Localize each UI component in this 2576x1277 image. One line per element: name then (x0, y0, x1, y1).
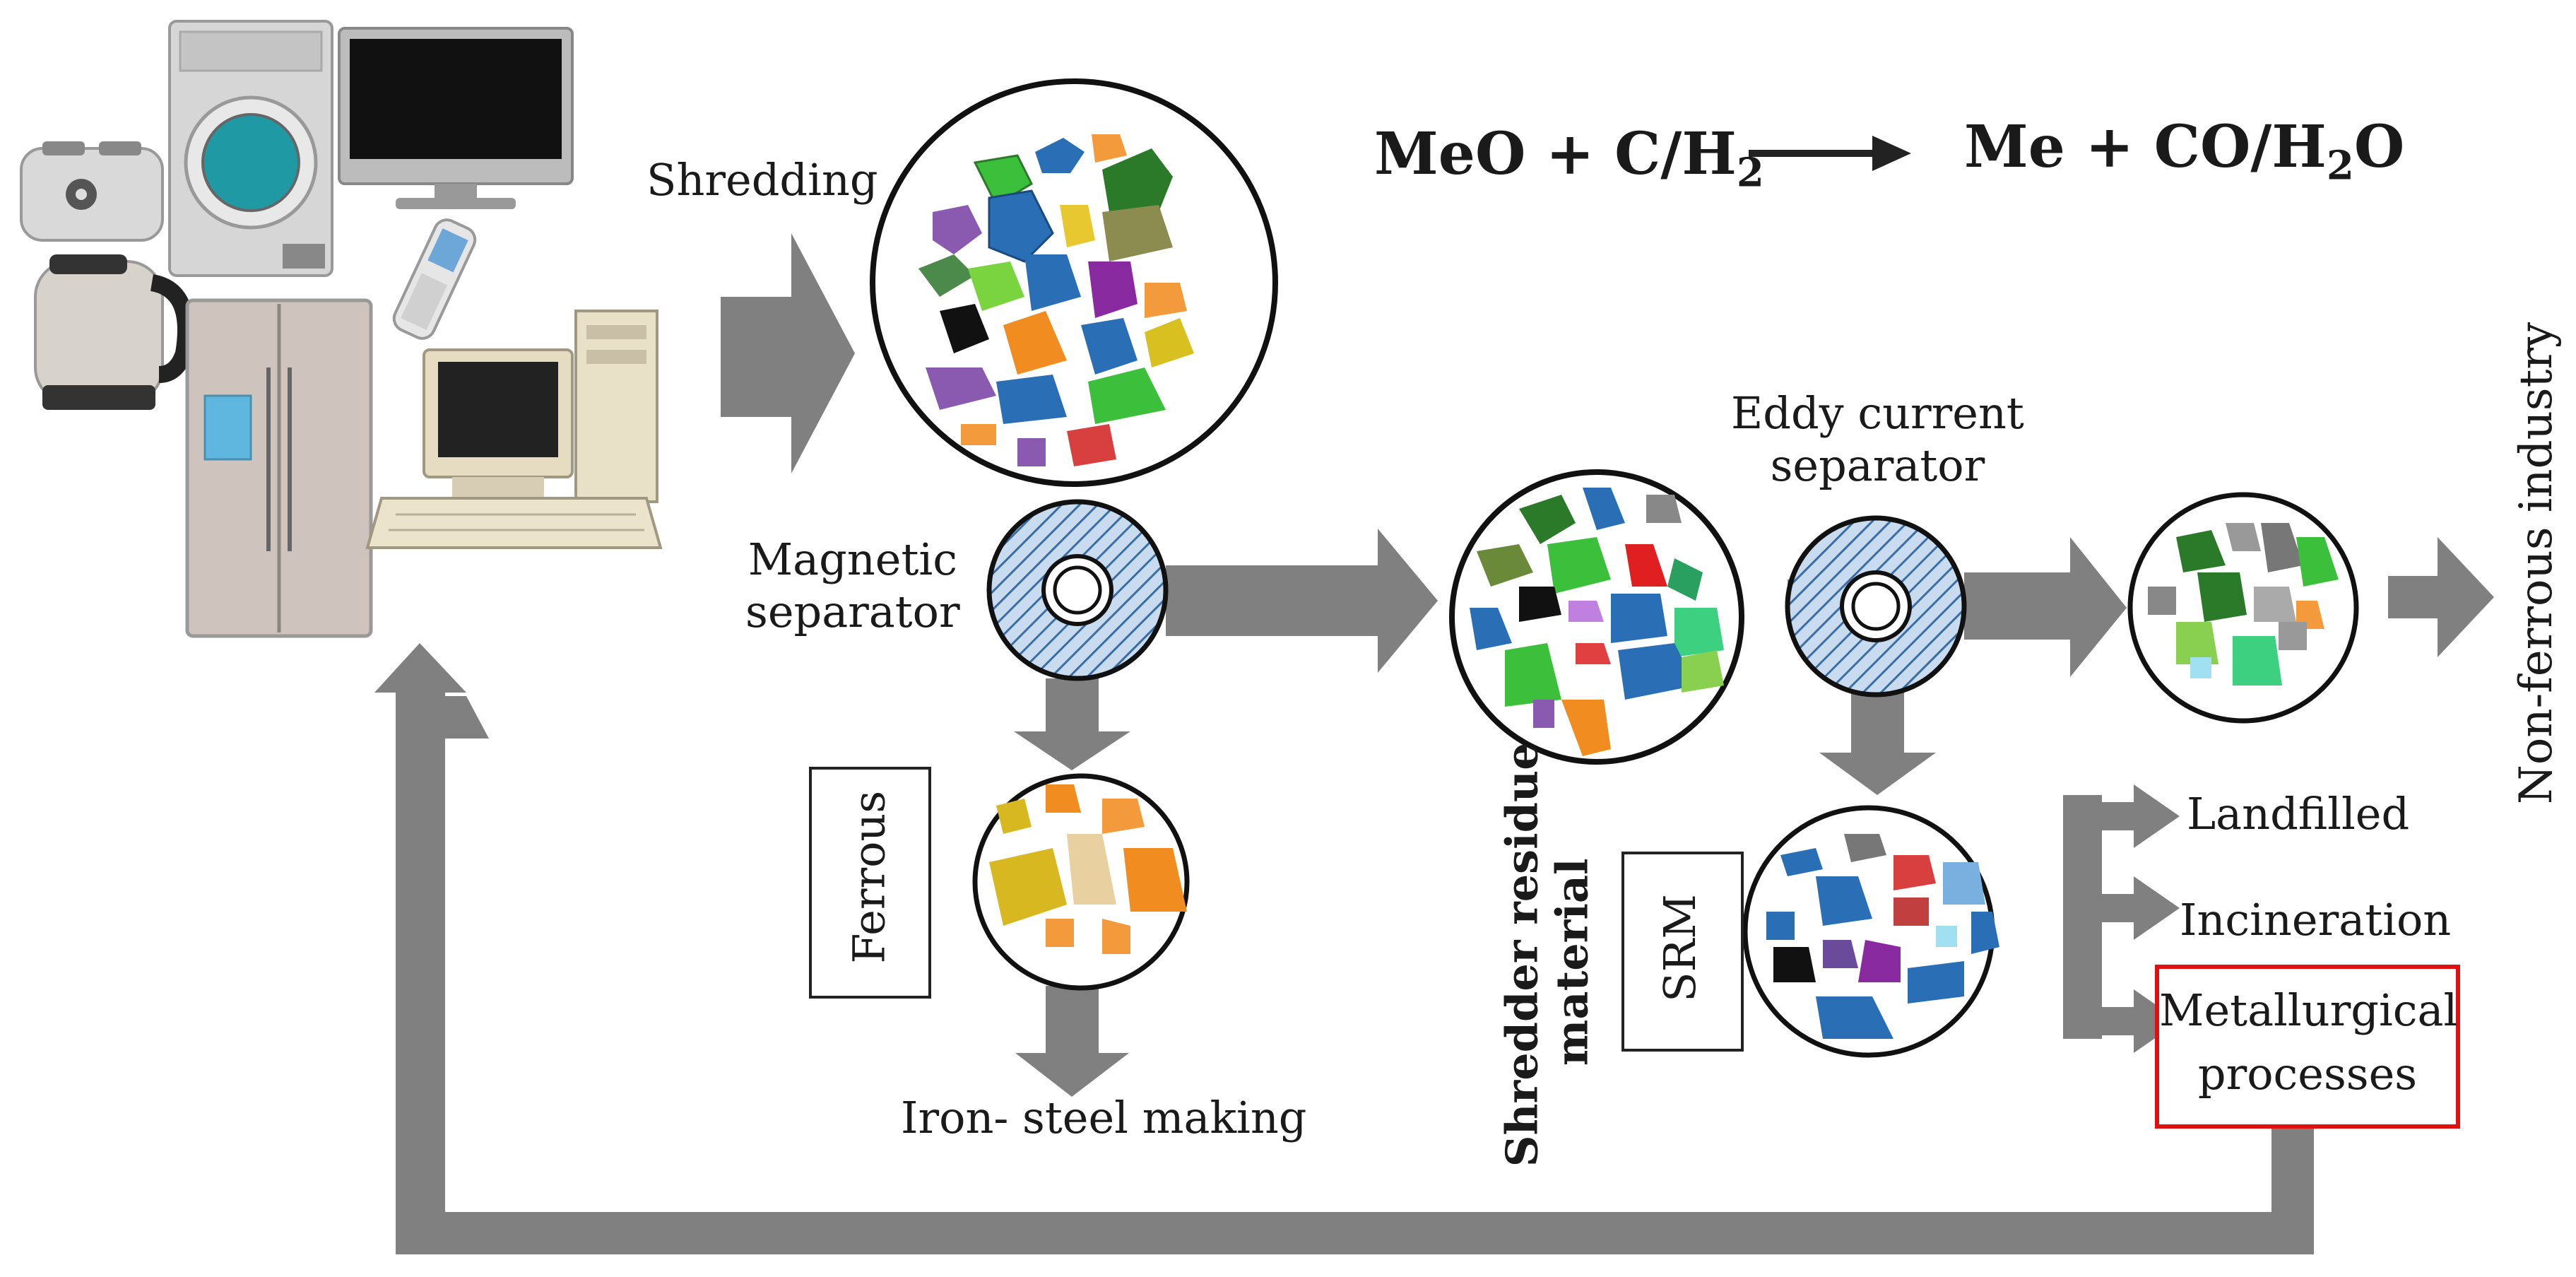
washing-machine-icon (168, 20, 333, 277)
recycle-loop-arrowhead (374, 643, 466, 693)
to-nonferrous-industry-arrow (2388, 537, 2494, 657)
equation-right-subscript: 2 (2326, 142, 2354, 189)
kettle-icon (34, 254, 194, 410)
metallurgical-processes-box: Metallurgical processes (2155, 965, 2460, 1129)
recycle-loop-arrow (396, 696, 2314, 1254)
equation-right-suffix: O (2353, 113, 2405, 181)
eddy-current-separator-roll (1785, 515, 1967, 698)
srm-box (1621, 852, 1744, 1052)
equation-right-text: Me + CO/H (1964, 113, 2327, 181)
metallurgical-label-line2: processes (2197, 1048, 2418, 1100)
shredding-label: Shredding (646, 154, 878, 206)
srm-label: SRM (1654, 894, 1706, 1002)
equation-right: Me + CO/H2O (1964, 113, 2404, 189)
ferrous-circle (972, 773, 1190, 991)
magnetic-to-mix-arrow (1166, 529, 1438, 673)
incineration-label: Incineration (2180, 894, 2452, 946)
metallurgical-label-line1: Metallurgical (2159, 984, 2458, 1036)
eddy-to-srm-arrow (1819, 678, 1936, 795)
non-ferrous-industry-label: Non-ferrous industry (2510, 322, 2563, 805)
eddy-label-line2: separator (1770, 440, 1985, 492)
shredded-mix-circle (870, 78, 1278, 487)
shredder-label-line1: Shredder residue (1496, 742, 1548, 1167)
non-ferrous-circle (2127, 492, 2359, 724)
iron-steel-label: Iron- steel making (901, 1092, 1307, 1143)
appliances-group (20, 20, 663, 638)
refrigerator-icon (185, 298, 373, 638)
srm-branch-arrows (2063, 784, 2180, 1053)
shredder-label-line2: material (1547, 858, 1598, 1066)
magnetic-separator-roll (986, 499, 1169, 681)
magnetic-label-line2: separator (745, 586, 960, 638)
shredder-residue-label: Shredder residue material (1496, 742, 1598, 1167)
mobile-phone-icon (392, 218, 477, 340)
computer-icon (365, 310, 663, 549)
equation-left-text: MeO + C/H (1374, 120, 1737, 188)
toaster-icon (20, 141, 164, 242)
eddy-current-separator-label: Eddy current separator (1731, 387, 2024, 493)
shredding-arrow (721, 233, 855, 473)
magnetic-to-ferrous-arrow (1014, 678, 1130, 770)
shredder-mix-circle (1449, 469, 1744, 765)
eddy-label-line1: Eddy current (1731, 387, 2024, 439)
equation-left-subscript: 2 (1736, 149, 1764, 196)
equation-left: MeO + C/H2 (1374, 120, 1764, 196)
television-icon (338, 27, 574, 209)
ferrous-label: Ferrous (843, 790, 895, 964)
equation-arrow (1749, 136, 1911, 171)
magnetic-separator-label: Magnetic separator (745, 534, 960, 639)
ferrous-to-steel-arrow (1015, 986, 1129, 1097)
srm-circle (1742, 805, 1999, 1058)
ferrous-box (809, 767, 931, 999)
magnetic-label-line1: Magnetic (748, 534, 957, 585)
landfilled-label: Landfilled (2187, 788, 2410, 840)
eddy-to-nonferrous-arrow (1964, 537, 2127, 677)
